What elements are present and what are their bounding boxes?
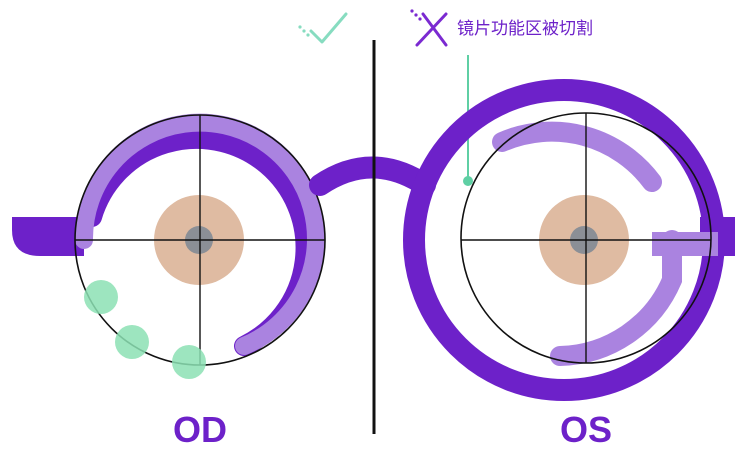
annotation-label: 镜片功能区被切割 xyxy=(457,18,593,40)
os-label: OS xyxy=(560,410,612,450)
od-dots xyxy=(84,280,206,379)
od-label: OD xyxy=(173,410,227,450)
cross-icon xyxy=(410,9,446,45)
check-icon xyxy=(298,14,346,42)
os-lens-zone-fill xyxy=(652,232,718,256)
